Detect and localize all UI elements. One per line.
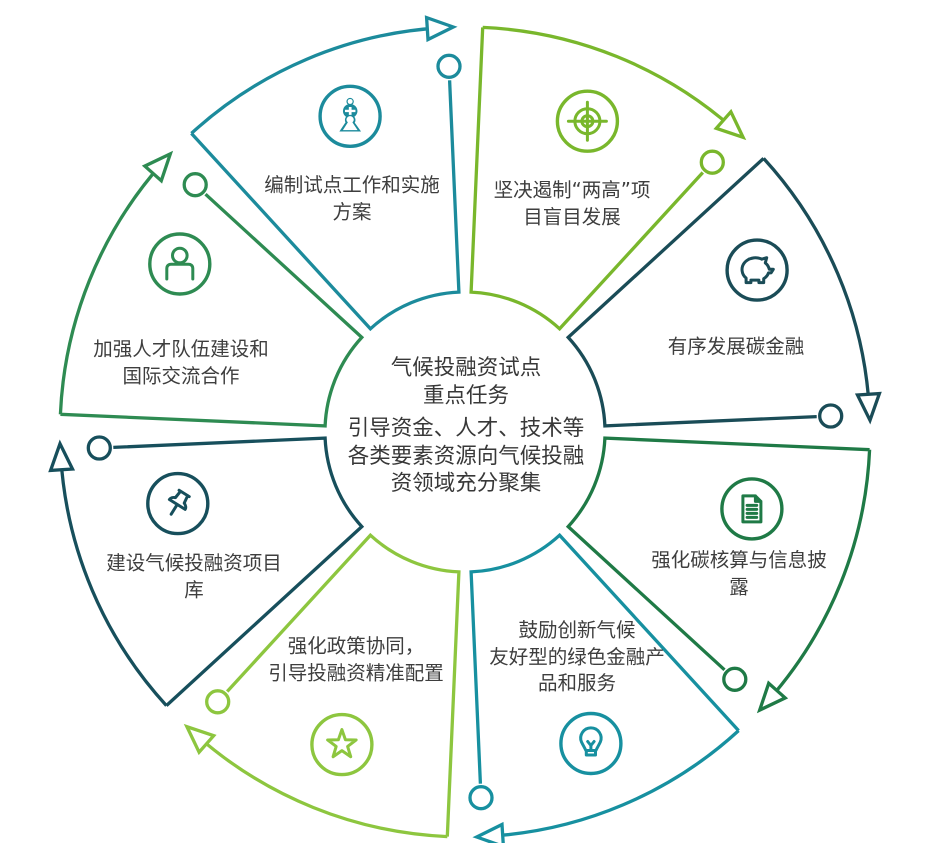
wedge-project-library [59, 436, 365, 707]
arrow-green-finance-products [472, 821, 505, 843]
arrow-pilot-plan [424, 15, 458, 43]
connector-dot-pilot-plan [436, 53, 462, 79]
connector-dot-carbon-finance [818, 403, 844, 429]
chess-piece-icon-ring [318, 84, 382, 149]
lightbulb-icon [559, 711, 623, 776]
arrow-project-library [48, 439, 76, 473]
wedge-carbon-accounting [565, 436, 872, 702]
piggy-bank-icon [725, 238, 789, 302]
target-icon-ring [555, 89, 620, 153]
pushpin-icon-ring [146, 471, 210, 536]
connector-dot-project-library [86, 435, 112, 461]
wedge-label-carbon-finance: 有序发展碳金融 [667, 334, 805, 358]
wedge-label-carbon-accounting: 强化碳核算与信息披 露 [651, 548, 827, 599]
wedge-carbon-finance [565, 157, 871, 428]
pushpin-icon [146, 471, 210, 536]
person-icon-ring [148, 232, 212, 296]
center-title: 气候投融资试点 重点任务 [390, 355, 542, 409]
wedge-label-green-finance-products: 鼓励创新气候 友好型的绿色金融产 品和服务 [489, 618, 665, 695]
arrow-policy-coordination [183, 723, 217, 756]
document-icon [720, 477, 784, 541]
wedge-curb-two-high [469, 25, 735, 332]
wedge-label-curb-two-high: 坚决遏制“两高”项 目盲目发展 [493, 178, 651, 229]
wedge-label-pilot-plan: 编制试点工作和实施 方案 [264, 173, 440, 224]
svg-text:♗: ♗ [329, 88, 370, 142]
arrow-carbon-finance [854, 391, 882, 425]
wedge-policy-coordination [195, 532, 461, 839]
connector-dot-carbon-accounting [722, 666, 748, 692]
arrow-curb-two-high [713, 108, 747, 141]
chess-piece-icon: ♗ [318, 84, 382, 149]
wedge-label-project-library: 建设气候投融资项目 库 [106, 551, 282, 602]
wedge-label-talent-cooperation: 加强人才队伍建设和 国际交流合作 [93, 337, 269, 388]
wedge-green-finance-products [469, 532, 740, 838]
arrow-carbon-accounting [756, 680, 789, 714]
lightbulb-icon-ring [559, 711, 623, 776]
connector-dot-talent-cooperation [182, 172, 208, 198]
star-icon [310, 712, 374, 777]
piggy-bank-icon-ring [725, 238, 789, 302]
wedge-pilot-plan [190, 26, 461, 332]
connector-dot-green-finance-products [468, 785, 494, 811]
target-icon [555, 89, 620, 153]
person-icon [148, 232, 212, 296]
wedge-label-policy-coordination: 强化政策协同， 引导投融资精准配置 [268, 634, 444, 685]
center-subtitle: 引导资金、人才、技术等 各类要素资源向气候投融 资领域充分聚集 [347, 415, 585, 496]
star-icon-ring [310, 712, 374, 777]
wedge-talent-cooperation [58, 162, 365, 428]
arrow-talent-cooperation [141, 150, 174, 184]
connector-dot-policy-coordination [205, 689, 231, 715]
document-icon-ring [720, 477, 784, 541]
connector-dot-curb-two-high [699, 149, 725, 175]
